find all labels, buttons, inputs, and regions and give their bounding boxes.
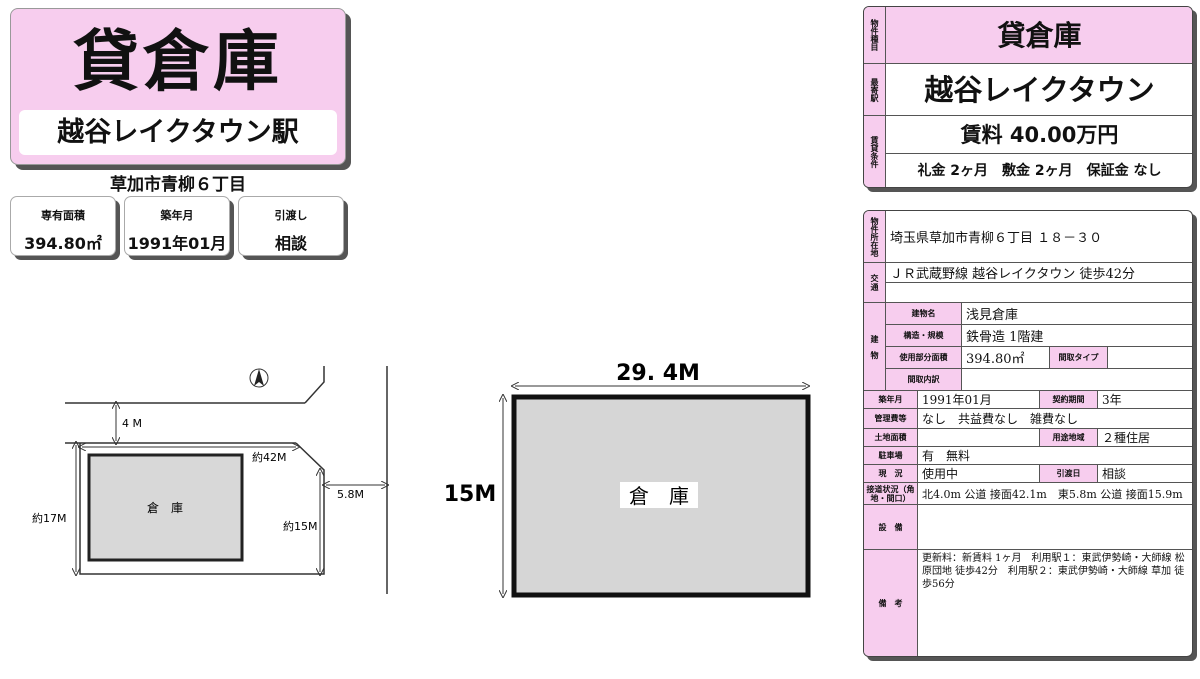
- plan-width-label: 29. 4M: [616, 361, 700, 386]
- location-label: 物件所在地: [864, 211, 886, 263]
- fees-label: 管理費等: [864, 409, 918, 429]
- summary-type-label: 物件種目: [864, 7, 886, 64]
- remarks-value: 更新料：新賃料 1ヶ月 利用駅１：東武伊勢崎・大師線 松原団地 徒歩42分 利用…: [918, 550, 1192, 656]
- lot-outline: [79, 442, 325, 575]
- floor-plan: 29. 4M 15M 倉 庫: [444, 361, 811, 595]
- name-value: 浅見倉庫: [962, 303, 1192, 325]
- info-built-label: 築年月: [160, 209, 194, 222]
- plan-depth-label: 15M: [444, 482, 497, 507]
- info-area-label: 専有面積: [41, 209, 85, 222]
- transit-blank: [886, 283, 1192, 303]
- title-card: 貸倉庫 越谷レイクタウン駅: [10, 8, 346, 165]
- transit-label: 交 通: [864, 263, 887, 303]
- handover-label: 引渡日: [1040, 465, 1098, 483]
- summary-deposits: 礼金 2ヶ月 敷金 2ヶ月 保証金 なし: [886, 154, 1192, 187]
- dim-west-depth: 約17M: [32, 511, 67, 525]
- info-handover-label: 引渡し: [274, 209, 308, 222]
- summary-station-label: 最寄駅: [864, 64, 886, 116]
- dim-north-road: 4 M: [122, 417, 142, 430]
- built-value: 1991年01月: [918, 391, 1040, 409]
- site-building: [87, 453, 244, 562]
- info-area-value: 394.80㎡: [24, 234, 102, 253]
- contract-value: 3年: [1098, 391, 1192, 409]
- info-handover-value: 相談: [274, 234, 307, 253]
- parking-label: 駐車場: [864, 447, 918, 465]
- summary-type: 貸倉庫: [886, 7, 1192, 64]
- structure-value: 鉄骨造 1階建: [962, 325, 1192, 347]
- plan-label-bg: [620, 482, 698, 508]
- dim-east-road: 5.8M: [337, 488, 364, 501]
- dim-frontage: 約42M: [252, 450, 287, 464]
- remarks-label: 備 考: [864, 550, 918, 656]
- fees-value: なし 共益費なし 雑費なし: [918, 409, 1192, 429]
- info-handover: 引渡し 相談: [238, 196, 344, 256]
- summary-terms-label: 賃貸条件: [864, 116, 886, 187]
- transit-value: ＪＲ武蔵野線 越谷レイクタウン 徒歩42分: [886, 263, 1192, 283]
- layout-type-value: [1108, 347, 1192, 369]
- dim-east-depth: 約15M: [283, 519, 318, 533]
- equipment-label: 設 備: [864, 505, 918, 550]
- site-building-label: 倉 庫: [147, 500, 183, 515]
- drawings: 倉 庫 4 M 約42M 5.8M 約17M 約15M 29. 4M 15M 倉…: [32, 361, 811, 679]
- land-value: [918, 429, 1040, 447]
- nearest-station: 越谷レイクタウン駅: [19, 110, 337, 155]
- plan-warehouse-label: 倉 庫: [629, 484, 689, 508]
- structure-label: 構造・規模: [886, 325, 962, 347]
- road-label: 接道状況（角地・間口）: [864, 483, 918, 505]
- built-label: 築年月: [864, 391, 918, 409]
- parking-value: 有 無料: [918, 447, 1192, 465]
- status-value: 使用中: [918, 465, 1040, 483]
- location-value: 埼玉県草加市青柳６丁目 １８－３０: [886, 211, 1192, 263]
- road-value: 北4.0m 公道 接面42.1m 東5.8m 公道 接面15.9m: [918, 483, 1192, 505]
- summary-station: 越谷レイクタウン: [886, 64, 1192, 116]
- north-arrow-icon: [249, 368, 269, 388]
- info-built: 築年月 1991年01月: [124, 196, 230, 256]
- summary-rent: 賃料 40.00万円: [886, 116, 1192, 154]
- info-built-value: 1991年01月: [127, 234, 227, 253]
- equipment-value: [918, 505, 1192, 550]
- zoning-value: ２種住居: [1098, 429, 1192, 447]
- summary-panel: 物件種目 貸倉庫 最寄駅 越谷レイクタウン 賃貸条件 賃料 40.00万円 礼金…: [863, 6, 1193, 188]
- area-value: 394.80㎡: [962, 347, 1050, 369]
- status-label: 現 況: [864, 465, 918, 483]
- road-corner-edge: [304, 366, 325, 404]
- layout-type-label: 間取タイプ: [1050, 347, 1108, 369]
- detail-panel: 物件所在地 埼玉県草加市青柳６丁目 １８－３０ 交 通 ＪＲ武蔵野線 越谷レイク…: [863, 210, 1193, 657]
- handover-value: 相談: [1098, 465, 1192, 483]
- building-label: 建 物: [864, 303, 886, 391]
- contract-label: 契約期間: [1040, 391, 1098, 409]
- layout-detail-label: 間取内訳: [886, 369, 962, 391]
- area-label: 使用部分面積: [886, 347, 962, 369]
- site-map: 倉 庫 4 M 約42M 5.8M 約17M 約15M: [32, 366, 387, 594]
- land-label: 土地面積: [864, 429, 918, 447]
- zoning-label: 用途地域: [1040, 429, 1098, 447]
- property-type-title: 貸倉庫: [73, 23, 283, 100]
- address-line: 草加市青柳６丁目: [110, 175, 246, 195]
- name-label: 建物名: [886, 303, 962, 325]
- layout-detail-value: [962, 369, 1192, 391]
- info-area: 専有面積 394.80㎡: [10, 196, 116, 256]
